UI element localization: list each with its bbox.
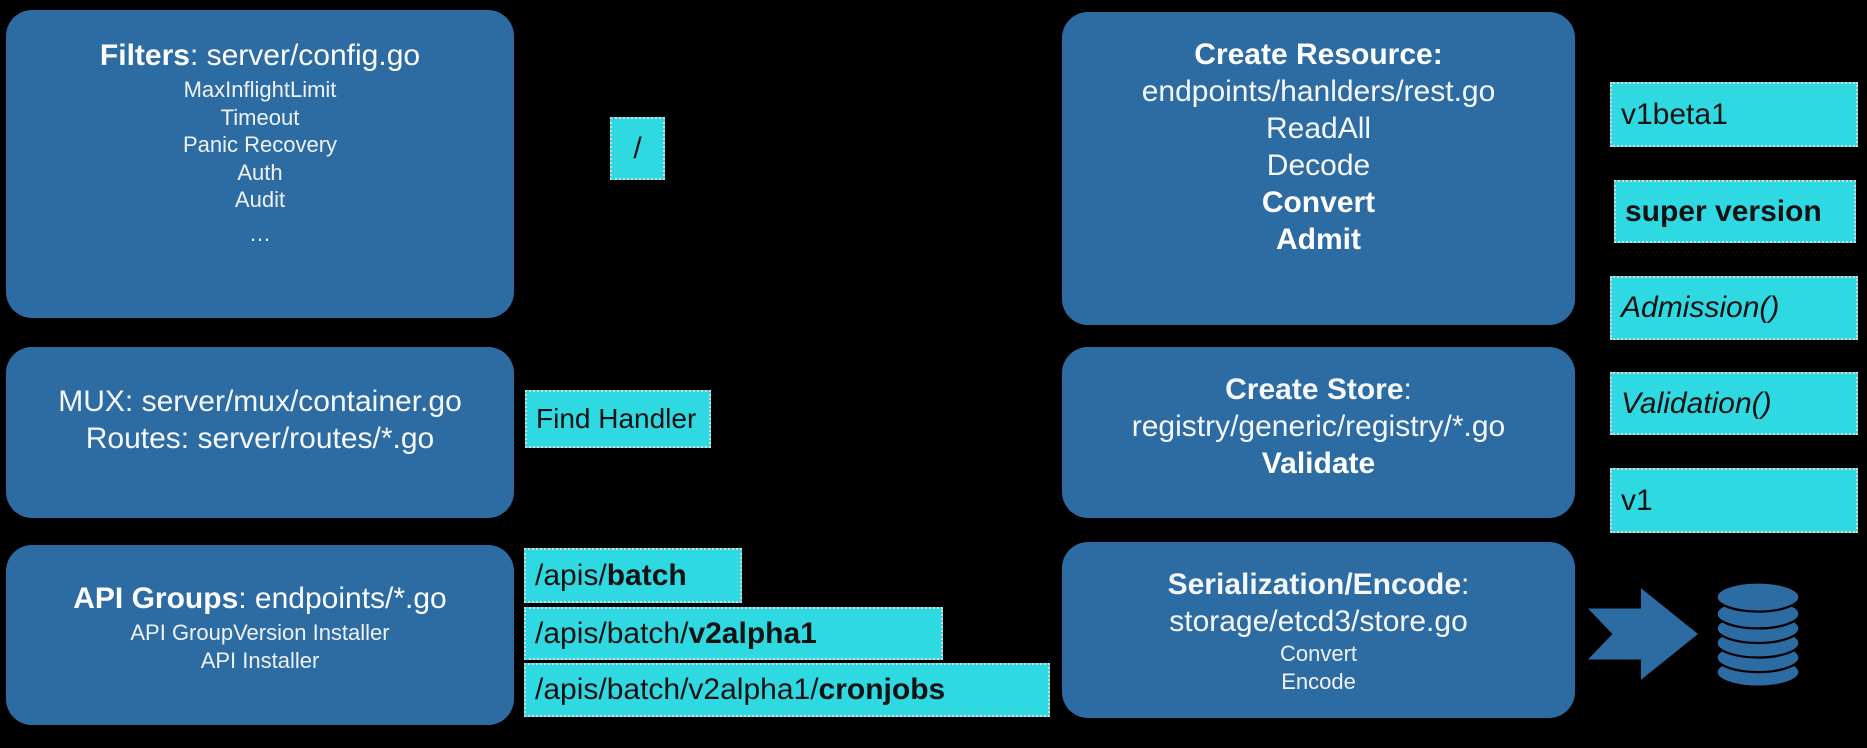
api-groups-item: API GroupVersion Installer [130, 620, 390, 645]
apis-batch-v2alpha1-cronjobs-path-tag: /apis/batch/v2alpha1/cronjobs [524, 663, 1050, 717]
filter-item: MaxInflightLimit [183, 77, 337, 102]
filter-item: Auth [237, 159, 283, 185]
api-groups-title: API Groups: endpoints/*.go [73, 582, 447, 615]
version-tag-super-version: super version [1614, 180, 1856, 243]
routes-line: Routes: server/routes/*.go [85, 422, 435, 455]
root-path-tag: / [610, 117, 665, 180]
create-store-step: Validate [1261, 447, 1376, 480]
create-resource-file: endpoints/hanlders/rest.go [1141, 75, 1496, 108]
filter-item: Audit [234, 187, 286, 212]
filters-box: Filters: server/config.go MaxInflightLim… [6, 10, 514, 318]
create-store-box: Create Store: registry/generic/registry/… [1062, 347, 1575, 518]
etcd-database-icon [1700, 578, 1816, 690]
api-groups-item: API Installer [200, 647, 320, 673]
serialization-title: Serialization/Encode: [1167, 568, 1470, 601]
apis-batch-path-tag: /apis/batch [524, 548, 742, 603]
serialization-step: Encode [1281, 668, 1356, 694]
create-resource-step: Decode [1266, 149, 1371, 182]
create-resource-step: Admit [1276, 223, 1361, 256]
api-groups-box: API Groups: endpoints/*.go API GroupVers… [6, 545, 514, 725]
flow-arrow-icon [1588, 583, 1700, 685]
create-resource-step: ReadAll [1265, 112, 1372, 145]
mux-routes-box: MUX: server/mux/container.go Routes: ser… [6, 347, 514, 518]
create-store-file: registry/generic/registry/*.go [1131, 410, 1506, 443]
create-resource-box: Create Resource: endpoints/hanlders/rest… [1062, 12, 1575, 325]
filter-item: Panic Recovery [182, 132, 338, 157]
validation-call-tag: Validation() [1610, 372, 1858, 435]
serialization-encode-box: Serialization/Encode: storage/etcd3/stor… [1062, 542, 1575, 718]
serialization-file: storage/etcd3/store.go [1169, 605, 1468, 638]
version-tag-v1: v1 [1610, 468, 1858, 533]
serialization-step: Convert [1279, 641, 1358, 666]
create-store-title: Create Store: [1225, 373, 1412, 406]
version-tag-v1beta1: v1beta1 [1610, 82, 1858, 147]
find-handler-tag: Find Handler [525, 390, 711, 448]
filters-title: Filters: server/config.go [99, 39, 421, 72]
filter-item-ellipsis: … [249, 220, 271, 246]
create-resource-title: Create Resource: [1194, 38, 1443, 71]
create-resource-step: Convert [1261, 186, 1376, 219]
mux-line: MUX: server/mux/container.go [58, 385, 462, 418]
filter-item: Timeout [220, 104, 300, 130]
admission-call-tag: Admission() [1610, 276, 1858, 340]
apis-batch-v2alpha1-path-tag: /apis/batch/v2alpha1 [524, 607, 943, 660]
